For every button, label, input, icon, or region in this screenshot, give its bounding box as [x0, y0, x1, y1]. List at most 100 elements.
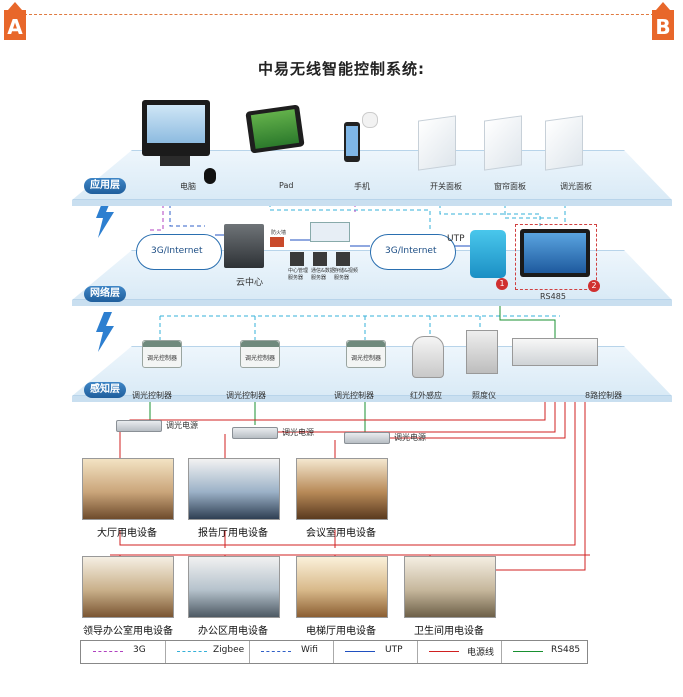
device-label-dimmer-panel: 调光面板 — [560, 182, 592, 191]
room-photo-office-area — [188, 556, 280, 618]
legend-label-power: 电源线 — [467, 648, 495, 658]
server-icon-2 — [313, 252, 327, 266]
utp-label: UTP — [447, 234, 465, 244]
server-label-3: 存储&视频 服务器 — [334, 268, 358, 281]
legend-item-rs485: RS485 — [501, 641, 586, 663]
dimmer-controller-1-face: 调光控制器 — [146, 355, 177, 362]
room-label-lobby: 大厅用电设备 — [97, 528, 157, 539]
firewall-label: 防火墙 — [271, 230, 287, 236]
legend-item-zigbee: Zigbee — [165, 641, 250, 663]
internet-cloud-left — [136, 234, 222, 270]
device-label-curtain-panel: 窗帘面板 — [494, 182, 526, 191]
network-layer-edge — [72, 300, 672, 306]
illuminometer-icon — [466, 330, 498, 374]
screen-badge-2: 2 — [588, 280, 600, 292]
switch-panel-icon — [418, 115, 456, 171]
eight-way-controller-icon — [512, 338, 598, 366]
control-screen-frame — [515, 224, 597, 290]
dimmer-panel-icon — [545, 115, 583, 171]
sense-label-dimmer-1: 调光控制器 — [132, 391, 172, 400]
cloud-center-label: 云中心 — [236, 278, 264, 288]
room-label-restroom: 卫生间用电设备 — [414, 626, 484, 637]
mouse-icon — [204, 168, 216, 184]
infrared-sensor-icon — [412, 336, 444, 378]
sense-label-8way: 8路控制器 — [585, 391, 623, 400]
gateway-icon — [470, 230, 506, 278]
phone-icon — [344, 122, 360, 162]
header-dashed-line — [24, 14, 659, 15]
server-label-2: 通信&数据 服务器 — [311, 268, 335, 281]
server-label-1: 中心管理 服务器 — [288, 268, 309, 281]
room-label-auditorium: 报告厅用电设备 — [198, 528, 268, 539]
gateway-badge-1: 1 — [496, 278, 508, 290]
legend-swatch-wifi — [261, 651, 291, 652]
room-label-elevator-hall: 电梯厅用电设备 — [306, 626, 376, 637]
legend-label-utp: UTP — [385, 645, 403, 655]
room-photo-auditorium — [188, 458, 280, 520]
power-supply-label-1: 调光电源 — [166, 421, 198, 430]
sense-label-illuminometer: 照度仪 — [472, 391, 496, 400]
switch-icon — [310, 222, 350, 242]
legend-item-utp: UTP — [333, 641, 418, 663]
room-photo-lobby — [82, 458, 174, 520]
server-icon-1 — [290, 252, 304, 266]
network-layer-badge: 网络层 — [84, 286, 126, 302]
power-supply-3 — [344, 432, 390, 444]
power-supply-1 — [116, 420, 162, 432]
legend: 3G Zigbee Wifi UTP 电源线 RS485 — [80, 640, 588, 664]
power-supply-label-2: 调光电源 — [282, 428, 314, 437]
legend-label-rs485: RS485 — [551, 645, 581, 655]
room-label-executive-office: 领导办公室用电设备 — [83, 626, 173, 637]
legend-label-wifi: Wifi — [301, 645, 318, 655]
legend-item-wifi: Wifi — [249, 641, 334, 663]
legend-label-zigbee: Zigbee — [213, 645, 245, 655]
server-icon-3 — [336, 252, 350, 266]
dimmer-controller-2: 调光控制器 — [240, 340, 280, 368]
sense-label-infrared: 红外感应 — [410, 391, 442, 400]
device-label-computer: 电脑 — [180, 182, 196, 191]
device-label-pad: Pad — [279, 181, 294, 190]
sense-layer-edge — [72, 396, 672, 402]
firewall-icon — [270, 237, 284, 247]
device-label-phone: 手机 — [354, 182, 370, 191]
internet-cloud-right-label: 3G/Internet — [385, 246, 437, 256]
room-photo-restroom — [404, 556, 496, 618]
legend-swatch-power — [429, 651, 459, 652]
rs485-label: RS485 — [540, 292, 566, 301]
sense-label-dimmer-2: 调光控制器 — [226, 391, 266, 400]
computer-monitor-icon — [142, 100, 210, 156]
control-screen-icon — [520, 229, 590, 277]
legend-swatch-3g — [93, 651, 123, 652]
dimmer-controller-3-face: 调光控制器 — [350, 355, 381, 362]
sense-label-dimmer-3: 调光控制器 — [334, 391, 374, 400]
dimmer-controller-2-face: 调光控制器 — [244, 355, 275, 362]
diagram-title: 中易无线智能控制系统: — [258, 60, 425, 78]
sense-layer-badge: 感知层 — [84, 382, 126, 398]
legend-label-3g: 3G — [133, 645, 146, 655]
computer-stand — [160, 156, 190, 166]
application-layer-edge — [72, 200, 672, 206]
legend-item-3g: 3G — [81, 641, 166, 663]
internet-cloud-right — [370, 234, 456, 270]
legend-swatch-utp — [345, 651, 375, 652]
legend-item-power: 电源线 — [417, 641, 502, 663]
room-photo-meeting — [296, 458, 388, 520]
room-photo-executive-office — [82, 556, 174, 618]
marker-a: A — [4, 2, 26, 40]
person-figure-icon — [362, 112, 378, 128]
internet-cloud-left-label: 3G/Internet — [151, 246, 203, 256]
legend-swatch-zigbee — [177, 651, 207, 652]
application-layer-badge: 应用层 — [84, 178, 126, 194]
curtain-panel-icon — [484, 115, 522, 171]
device-label-switch-panel: 开关面板 — [430, 182, 462, 191]
dimmer-controller-3: 调光控制器 — [346, 340, 386, 368]
legend-swatch-rs485 — [513, 651, 543, 652]
room-photo-elevator-hall — [296, 556, 388, 618]
cloud-center-server-icon — [224, 224, 264, 268]
room-label-meeting: 会议室用电设备 — [306, 528, 376, 539]
room-label-office-area: 办公区用电设备 — [198, 626, 268, 637]
tablet-icon — [245, 104, 305, 154]
dimmer-controller-1: 调光控制器 — [142, 340, 182, 368]
marker-b: B — [652, 2, 674, 40]
power-supply-2 — [232, 427, 278, 439]
